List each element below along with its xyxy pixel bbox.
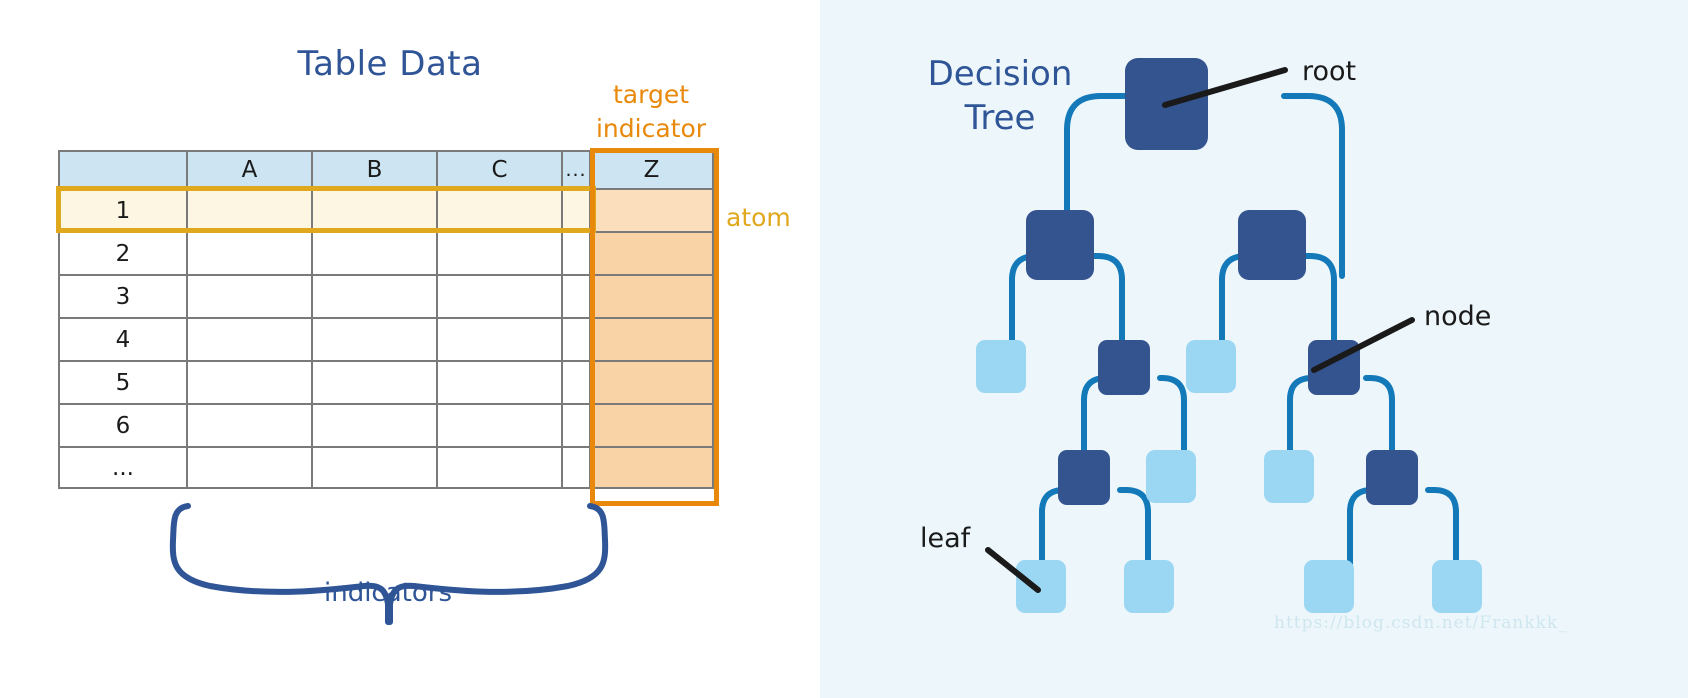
decision-tree-panel: Decision Tree	[820, 0, 1688, 698]
tree-node-internal	[1238, 210, 1306, 280]
decision-tree-title: Decision Tree	[880, 52, 1120, 140]
cell-b	[311, 188, 436, 231]
cell-ellipsis	[561, 446, 589, 489]
row-index: 2	[58, 231, 186, 274]
atom-annotation: atom	[726, 203, 791, 232]
row-index: 4	[58, 317, 186, 360]
cell-c	[436, 446, 561, 489]
row-index: 3	[58, 274, 186, 317]
table-row[interactable]: ...	[58, 446, 714, 489]
page-title: Table Data	[297, 44, 483, 84]
column-header-ellipsis: ...	[561, 150, 589, 188]
cell-z	[589, 274, 714, 317]
cell-c	[436, 231, 561, 274]
tree-node-internal	[1026, 210, 1094, 280]
cell-a	[186, 274, 311, 317]
node-callout-label: node	[1424, 301, 1491, 332]
root-callout-line	[1162, 67, 1288, 108]
target-indicator-line-1: target	[612, 80, 689, 109]
tree-nodes	[976, 58, 1482, 613]
tree-leaf	[1264, 450, 1314, 503]
cell-ellipsis	[561, 231, 589, 274]
node-callout-line	[1311, 317, 1415, 373]
cell-a	[186, 446, 311, 489]
indicators-annotation: indicators	[324, 578, 452, 608]
leaf-callout-label: leaf	[920, 523, 972, 554]
cell-c	[436, 360, 561, 403]
column-header-index	[58, 150, 186, 188]
cell-a	[186, 317, 311, 360]
tree-leaf	[1124, 560, 1174, 613]
cell-c	[436, 317, 561, 360]
cell-ellipsis	[561, 360, 589, 403]
table-data-panel: Table Data target indicator atom A B C .…	[0, 0, 820, 698]
table-row[interactable]: 4	[58, 317, 714, 360]
cell-b	[311, 317, 436, 360]
table-row[interactable]: 3	[58, 274, 714, 317]
row-index: 6	[58, 403, 186, 446]
cell-z	[589, 188, 714, 231]
cell-c	[436, 403, 561, 446]
cell-a	[186, 403, 311, 446]
cell-ellipsis	[561, 317, 589, 360]
column-header-b: B	[311, 150, 436, 188]
watermark: https://blog.csdn.net/Frankkk_	[1274, 613, 1568, 633]
column-header-z: Z	[589, 150, 714, 188]
cell-b	[311, 446, 436, 489]
indicators-brace-icon	[169, 503, 609, 625]
cell-b	[311, 403, 436, 446]
row-index: 1	[58, 188, 186, 231]
tree-leaf	[1016, 560, 1066, 613]
data-table: A B C ... Z 1 2	[58, 150, 714, 489]
table-header-row: A B C ... Z	[58, 150, 714, 188]
cell-z	[589, 446, 714, 489]
decision-tree-graphic: root node leaf	[920, 56, 1491, 613]
leaf-callout-line	[985, 547, 1041, 593]
row-index: 5	[58, 360, 186, 403]
tree-node-internal	[1366, 450, 1418, 505]
cell-b	[311, 274, 436, 317]
row-index: ...	[58, 446, 186, 489]
tree-callouts: root node leaf	[920, 56, 1491, 593]
cell-z	[589, 403, 714, 446]
cell-c	[436, 274, 561, 317]
tree-leaf	[1432, 560, 1482, 613]
table-row[interactable]: 6	[58, 403, 714, 446]
tree-node-internal	[1098, 340, 1150, 395]
cell-ellipsis	[561, 188, 589, 231]
column-header-a: A	[186, 150, 311, 188]
table-row[interactable]: 1	[58, 188, 714, 231]
cell-b	[311, 231, 436, 274]
tree-leaf	[1146, 450, 1196, 503]
cell-ellipsis	[561, 403, 589, 446]
tree-leaf	[1304, 560, 1354, 613]
cell-a	[186, 188, 311, 231]
target-indicator-annotation: target indicator	[560, 78, 742, 146]
cell-z	[589, 317, 714, 360]
cell-a	[186, 360, 311, 403]
cell-z	[589, 231, 714, 274]
tree-leaf	[1186, 340, 1236, 393]
tree-node-internal	[1058, 450, 1110, 505]
cell-ellipsis	[561, 274, 589, 317]
cell-a	[186, 231, 311, 274]
column-header-c: C	[436, 150, 561, 188]
cell-z	[589, 360, 714, 403]
cell-c	[436, 188, 561, 231]
decision-tree-title-line-1: Decision	[927, 54, 1073, 94]
table-row[interactable]: 2	[58, 231, 714, 274]
decision-tree-title-line-2: Tree	[964, 98, 1036, 138]
tree-leaf	[976, 340, 1026, 393]
table-row[interactable]: 5	[58, 360, 714, 403]
root-callout-label: root	[1302, 56, 1356, 87]
cell-b	[311, 360, 436, 403]
target-indicator-line-2: indicator	[595, 114, 707, 143]
